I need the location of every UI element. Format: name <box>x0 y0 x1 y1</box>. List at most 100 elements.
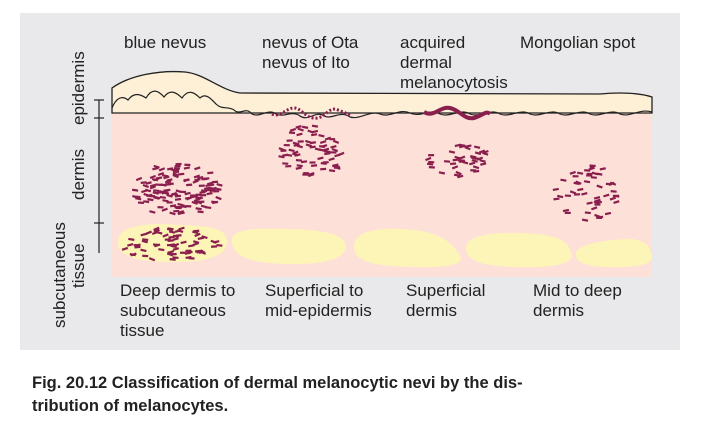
figure-caption: Fig. 20.12 Classification of dermal mela… <box>32 372 692 418</box>
melanocyte <box>132 188 139 192</box>
fat-lobule <box>353 228 462 268</box>
melanocyte <box>143 192 150 197</box>
melanocyte <box>594 213 601 218</box>
melanocyte <box>193 174 201 179</box>
melanocyte <box>153 228 160 233</box>
melanocyte <box>583 180 591 184</box>
melanocyte <box>334 165 341 170</box>
melanocyte <box>591 171 599 176</box>
melanocyte <box>199 190 206 194</box>
melanocyte <box>215 187 222 191</box>
melanocyte <box>162 199 169 203</box>
melanocyte <box>311 133 318 137</box>
melanocyte <box>328 157 335 162</box>
melanocyte <box>294 153 301 157</box>
melanocyte <box>604 211 612 216</box>
melanocyte <box>560 178 567 182</box>
melanocyte <box>155 176 163 180</box>
melanocyte <box>178 211 185 215</box>
melanocyte <box>278 155 285 159</box>
melanocyte <box>135 197 142 201</box>
melanocyte <box>473 145 481 149</box>
melanocyte <box>318 144 326 149</box>
melanocyte <box>309 145 316 149</box>
melanocyte <box>468 161 476 166</box>
melanocyte <box>201 235 208 240</box>
melanocyte <box>145 230 153 235</box>
melanocyte <box>319 140 327 144</box>
melanocyte <box>457 174 464 179</box>
melanocyte <box>474 151 482 156</box>
melanocyte <box>163 175 170 180</box>
melanocyte <box>134 245 141 249</box>
melanocyte <box>159 195 166 199</box>
melanocyte <box>206 191 213 196</box>
melanocyte <box>479 159 486 163</box>
melanocyte <box>172 256 179 260</box>
melanocyte <box>613 194 620 198</box>
melanocyte <box>194 232 201 238</box>
melanocyte <box>172 172 179 177</box>
melanocyte <box>121 246 129 251</box>
melanocyte <box>170 191 178 196</box>
melanocyte <box>140 232 147 237</box>
melanocyte <box>613 200 620 205</box>
melanocyte <box>471 159 478 163</box>
melanocyte <box>191 200 198 205</box>
melanocyte <box>210 186 217 191</box>
melanocyte <box>135 176 143 182</box>
melanocyte <box>141 239 149 244</box>
melanocyte <box>169 211 176 216</box>
melanocyte <box>569 190 577 195</box>
melanocyte <box>185 255 192 260</box>
melanocyte <box>464 146 471 151</box>
melanocyte <box>553 197 560 201</box>
melanocyte <box>610 190 617 193</box>
melanocyte <box>162 233 169 238</box>
melanocyte <box>591 206 598 211</box>
melanocyte <box>588 166 595 171</box>
melanocyte <box>147 198 154 202</box>
melanocyte <box>175 189 182 194</box>
melanocyte <box>208 183 215 187</box>
melanocyte <box>144 188 152 193</box>
melanocyte <box>178 204 186 209</box>
melanocyte <box>158 167 166 172</box>
melanocyte <box>552 187 559 192</box>
melanocyte <box>194 166 201 171</box>
melanocyte <box>470 155 477 159</box>
melanocyte <box>197 236 204 241</box>
melanocyte <box>609 181 617 186</box>
melanocyte <box>142 238 149 242</box>
melanocyte <box>128 237 135 241</box>
melanocytosis-basal-pigment <box>422 105 492 121</box>
melanocyte <box>158 248 165 252</box>
melanocyte <box>163 189 170 192</box>
melanocyte <box>197 210 204 214</box>
melanocyte <box>596 184 603 189</box>
melanocyte-clusters <box>121 124 620 262</box>
melanocyte <box>209 188 216 193</box>
melanocyte <box>334 153 341 158</box>
melanocyte <box>203 177 210 180</box>
melanocyte <box>140 181 147 184</box>
melanocyte <box>153 189 160 193</box>
melanocyte <box>452 158 459 162</box>
melanocyte <box>318 133 325 138</box>
melanocyte <box>151 230 159 236</box>
melanocyte <box>314 147 322 152</box>
melanocyte <box>581 191 588 196</box>
melanocyte <box>145 181 152 185</box>
melanocyte <box>194 178 201 182</box>
top-label-mongolian-spot: Mongolian spot <box>520 33 636 52</box>
melanocyte <box>482 149 489 154</box>
melanocyte <box>311 124 319 128</box>
melanocyte <box>438 171 446 175</box>
melanocyte <box>169 258 176 261</box>
melanocyte <box>472 165 480 170</box>
melanocyte <box>425 156 432 162</box>
melanocyte <box>324 152 331 156</box>
